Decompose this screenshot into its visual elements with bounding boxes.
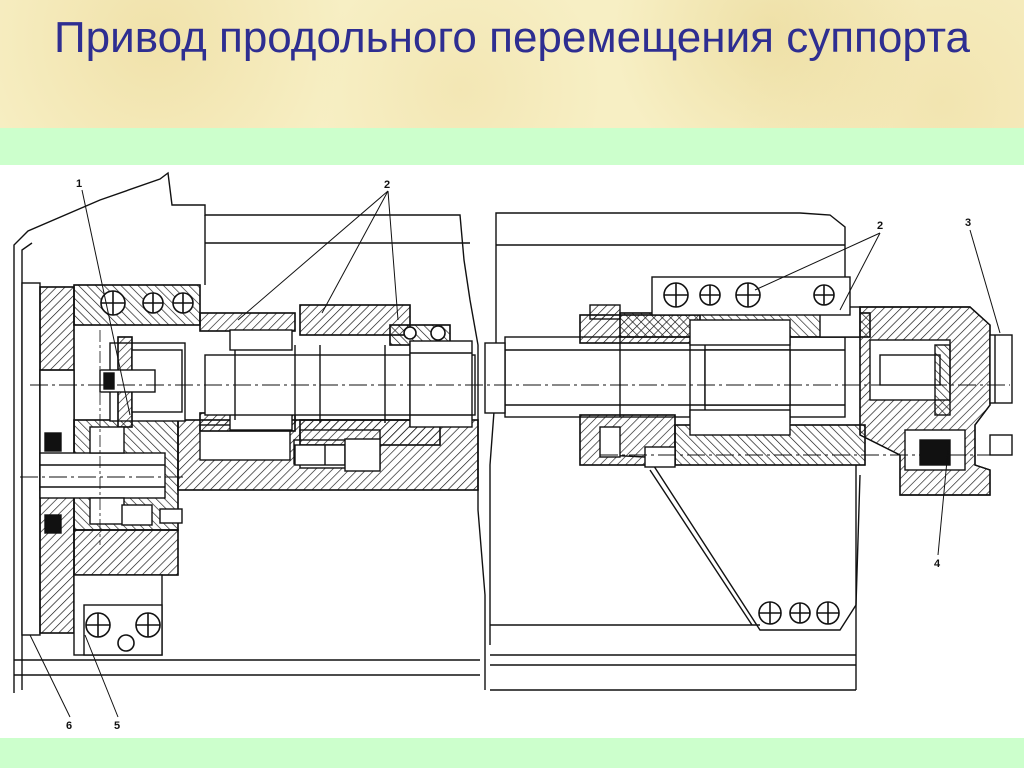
top-green-band bbox=[0, 128, 1024, 165]
right-housing-outline bbox=[489, 212, 846, 645]
bottom-green-band bbox=[0, 738, 1024, 768]
technical-drawing: 1 2 2 3 4 5 6 bbox=[0, 165, 1024, 738]
label-6: 6 bbox=[66, 720, 72, 732]
label-3: 3 bbox=[965, 217, 971, 229]
left-cover-plate bbox=[21, 282, 41, 636]
label-5: 5 bbox=[114, 720, 120, 732]
label-2-left: 2 bbox=[384, 179, 390, 191]
slide-title: Привод продольного перемещения суппорта bbox=[54, 13, 970, 62]
support-leg bbox=[649, 459, 857, 631]
label-4: 4 bbox=[934, 558, 941, 570]
title-area: Привод продольного перемещения суппорта bbox=[0, 0, 1024, 128]
end-bearing-flange bbox=[989, 334, 1013, 404]
label-1: 1 bbox=[76, 178, 82, 190]
drive-assembly-drawing: 1 2 2 3 4 5 6 bbox=[13, 171, 1013, 732]
label-2-right: 2 bbox=[877, 220, 883, 232]
left-lower-shaft bbox=[39, 452, 166, 499]
